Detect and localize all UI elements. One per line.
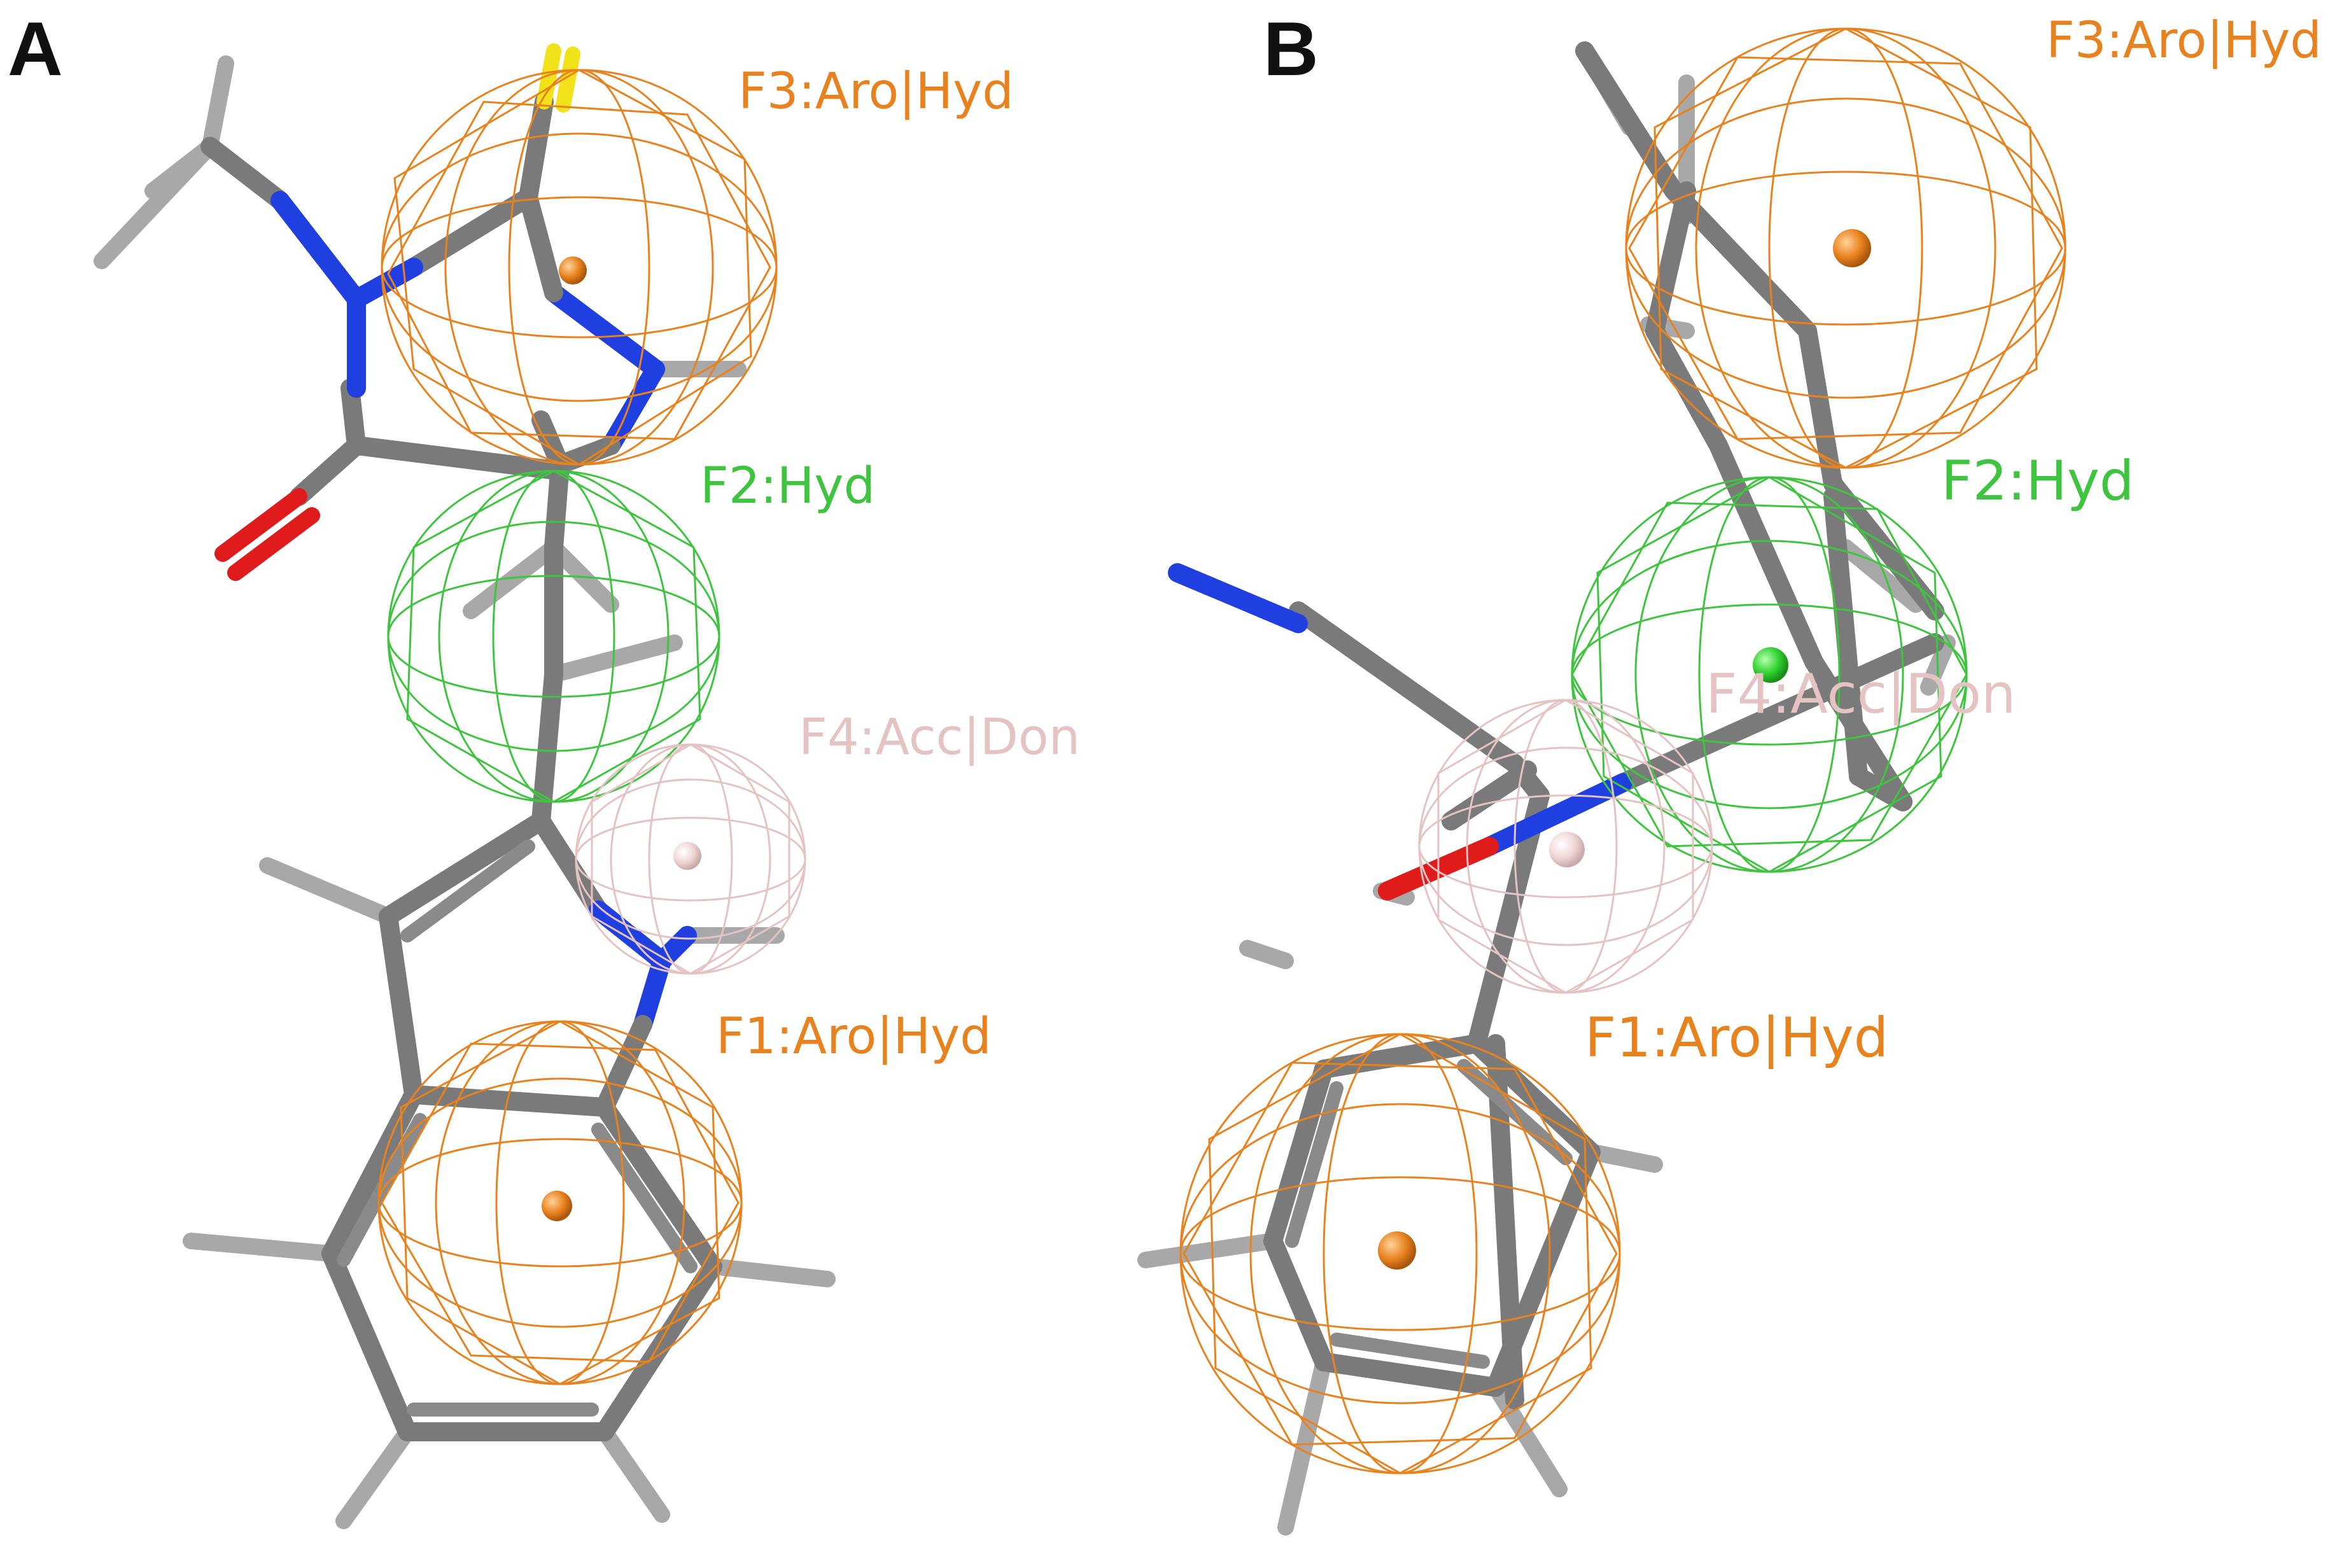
feature-label-f3-a: F3:Aro|Hyd — [738, 63, 1014, 120]
feature-center-f3-a — [559, 256, 587, 284]
feature-f2-b: F2:Hyd — [1571, 449, 2134, 873]
feature-f1-b: F1:Aro|Hyd — [1179, 1006, 1888, 1474]
feature-label-f4-a: F4:Acc|Don — [799, 709, 1080, 766]
carbon-bonds-b — [1263, 41, 1944, 1410]
panel-b: B — [1137, 6, 2322, 1536]
mesh-sphere-f4-a — [575, 743, 806, 975]
feature-label-f2-b: F2:Hyd — [1941, 449, 2134, 513]
mesh-sphere-f1-a — [377, 1020, 743, 1385]
feature-center-f1-a — [542, 1191, 572, 1221]
feature-label-f2-a: F2:Hyd — [700, 458, 875, 515]
feature-f3-b: F3:Aro|Hyd — [1625, 12, 2322, 469]
mesh-sphere-f2-a — [387, 470, 720, 803]
feature-f3-a: F3:Aro|Hyd — [381, 63, 1014, 466]
hydrogen-bonds-a — [94, 55, 836, 1529]
mesh-sphere-f2-b — [1571, 476, 1968, 873]
panel-label-b: B — [1263, 6, 1319, 92]
nitrile-bond-b — [1168, 563, 1308, 633]
feature-center-f2-b — [1753, 647, 1788, 683]
feature-center-f1-b — [1378, 1231, 1416, 1270]
feature-label-f3-b: F3:Aro|Hyd — [2046, 12, 2322, 69]
panel-label-a: A — [8, 6, 63, 92]
feature-center-f3-b — [1833, 229, 1871, 267]
feature-label-f4-b: F4:Acc|Don — [1706, 662, 2016, 726]
mesh-sphere-f3-a — [381, 69, 778, 466]
feature-f4-a: F4:Acc|Don — [575, 709, 1080, 975]
feature-f4-b: F4:Acc|Don — [1418, 662, 2016, 994]
oxygen-bonds-a — [214, 488, 320, 581]
carbon-bonds-a — [200, 92, 722, 1441]
feature-f2-a: F2:Hyd — [387, 458, 875, 803]
mesh-sphere-f1-b — [1179, 1033, 1621, 1474]
nitrogen-bonds-b — [1480, 773, 1632, 856]
molecule-b — [1137, 41, 1956, 1536]
feature-label-f1-a: F1:Aro|Hyd — [716, 1008, 992, 1065]
feature-f1-a: F1:Aro|Hyd — [377, 1008, 992, 1385]
panel-a: A — [8, 6, 1080, 1529]
nitrogen-bonds-a — [270, 191, 697, 1034]
feature-label-f1-b: F1:Aro|Hyd — [1585, 1006, 1888, 1070]
molecule-a — [94, 43, 836, 1529]
feature-center-f4-a — [673, 842, 701, 870]
mesh-sphere-f3-b — [1625, 27, 2067, 469]
mesh-sphere-f4-b — [1418, 699, 1713, 994]
feature-center-f4-b — [1549, 832, 1585, 867]
